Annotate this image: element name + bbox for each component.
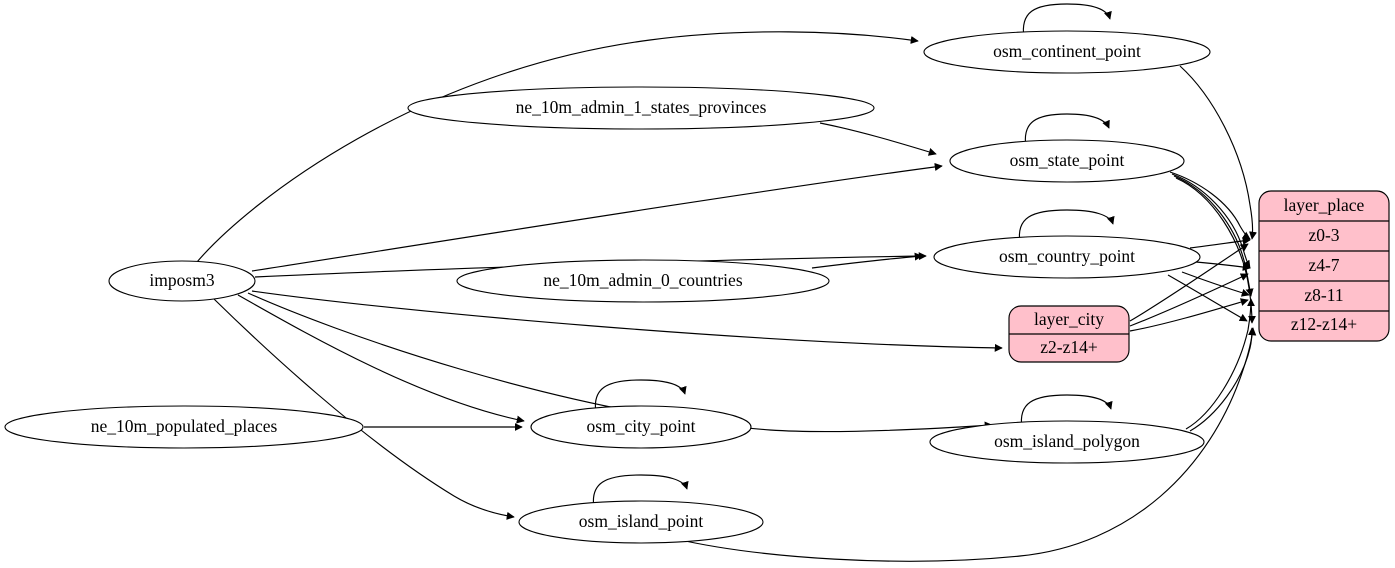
edge-osm_state_point-to-layer_place-z0-3 (1169, 171, 1251, 240)
node-layer_city[interactable]: layer_city z2-z14+ (1008, 305, 1130, 363)
edge-osm_state_point-to-layer_place-z8-11 (1173, 175, 1254, 297)
edge-osm_continent_point-to-layer_place-z0-3 (1179, 65, 1258, 240)
node-osm_continent_point[interactable]: osm_continent_point (923, 30, 1211, 74)
node-layer_place[interactable]: layer_place z0-3 z4-7 z8-11 z12-z14+ (1258, 190, 1390, 342)
node-ne_10m_admin_0_countries[interactable]: ne_10m_admin_0_countries (456, 259, 830, 303)
node-osm_country_point[interactable]: osm_country_point (933, 235, 1201, 279)
node-osm_city_point-label: osm_city_point (587, 416, 696, 436)
node-osm_continent_point-label: osm_continent_point (993, 41, 1141, 61)
node-layer: imposm3 ne_10m_admin_1_states_provinces … (4, 30, 1211, 544)
edge-imposm3-to-osm_city_point (237, 294, 525, 424)
edge-ne_countries-to-osm_country_point (811, 252, 923, 269)
edge-layer_city-to-layer_place-z8-11 (1129, 298, 1249, 332)
edge-self-osm_island_point (592, 474, 689, 509)
node-osm_island_polygon-label: osm_island_polygon (994, 431, 1140, 451)
edge-imposm3-to-osm_continent_point (196, 31, 919, 263)
edge-osm_country_point-to-layer_place-z12-z14+ (1167, 274, 1248, 322)
edge-self-osm_country_point (1018, 209, 1115, 244)
node-osm_island_point-label: osm_island_point (579, 511, 704, 531)
edge-osm_country_point-to-layer_place-z8-11 (1181, 271, 1250, 297)
node-ne_places-label: ne_10m_populated_places (91, 416, 278, 436)
edge-imposm3-to-osm_island_point (213, 298, 515, 520)
layer_place-row-z4-7[interactable]: z4-7 (1308, 255, 1339, 275)
edge-self-osm_continent_point (1022, 3, 1112, 39)
layer_city-header-label: layer_city (1034, 309, 1104, 329)
edge-layer_city-to-layer_place-z0-3 (1129, 243, 1249, 322)
edge-osm_island_polygon-to-layer_place-z8-11 (1185, 298, 1256, 430)
layer_place-header-label: layer_place (1284, 195, 1365, 215)
node-imposm3-label: imposm3 (149, 270, 214, 290)
node-osm_island_point[interactable]: osm_island_point (518, 500, 764, 544)
edge-layer_city-to-layer_place-z4-7 (1129, 273, 1249, 327)
node-osm_country_point-label: osm_country_point (999, 246, 1135, 266)
edge-imposm3-to-osm_state_point (251, 162, 943, 272)
edge-osm_island_point-to-layer_place-z12-z14+ (675, 327, 1257, 562)
layer_place-row-z12-z14[interactable]: z12-z14+ (1291, 314, 1357, 334)
edge-self-osm_island_polygon (1020, 394, 1113, 429)
edge-osm_country_point-to-layer_place-z0-3 (1189, 236, 1251, 249)
node-ne_countries-label: ne_10m_admin_0_countries (543, 270, 742, 290)
node-ne_10m_populated_places[interactable]: ne_10m_populated_places (4, 405, 364, 449)
layer_place-row-z8-11[interactable]: z8-11 (1304, 285, 1343, 305)
layer_city-row-z2-z14[interactable]: z2-z14+ (1040, 337, 1098, 357)
node-osm_state_point[interactable]: osm_state_point (949, 139, 1185, 183)
node-osm_state_point-label: osm_state_point (1010, 150, 1125, 170)
node-ne_states-label: ne_10m_admin_1_states_provinces (516, 97, 767, 117)
edge-self-osm_state_point (1024, 113, 1110, 148)
edge-osm_country_point-to-layer_place-z4-7 (1195, 261, 1251, 271)
edge-self-osm_city_point (594, 379, 687, 414)
edge-layer (196, 3, 1258, 562)
node-osm_city_point[interactable]: osm_city_point (530, 405, 752, 449)
node-osm_island_polygon[interactable]: osm_island_polygon (929, 420, 1205, 464)
node-imposm3[interactable]: imposm3 (108, 260, 256, 302)
node-ne_10m_admin_1_states_provinces[interactable]: ne_10m_admin_1_states_provinces (407, 86, 875, 130)
edge-ne_states-to-osm_state_point (819, 122, 937, 156)
layer_place-row-z0-3[interactable]: z0-3 (1308, 225, 1339, 245)
edge-imposm3-to-layer_city (251, 290, 1003, 352)
edge-osm_island_polygon-to-layer_place-z12-z14+ (1189, 327, 1257, 432)
